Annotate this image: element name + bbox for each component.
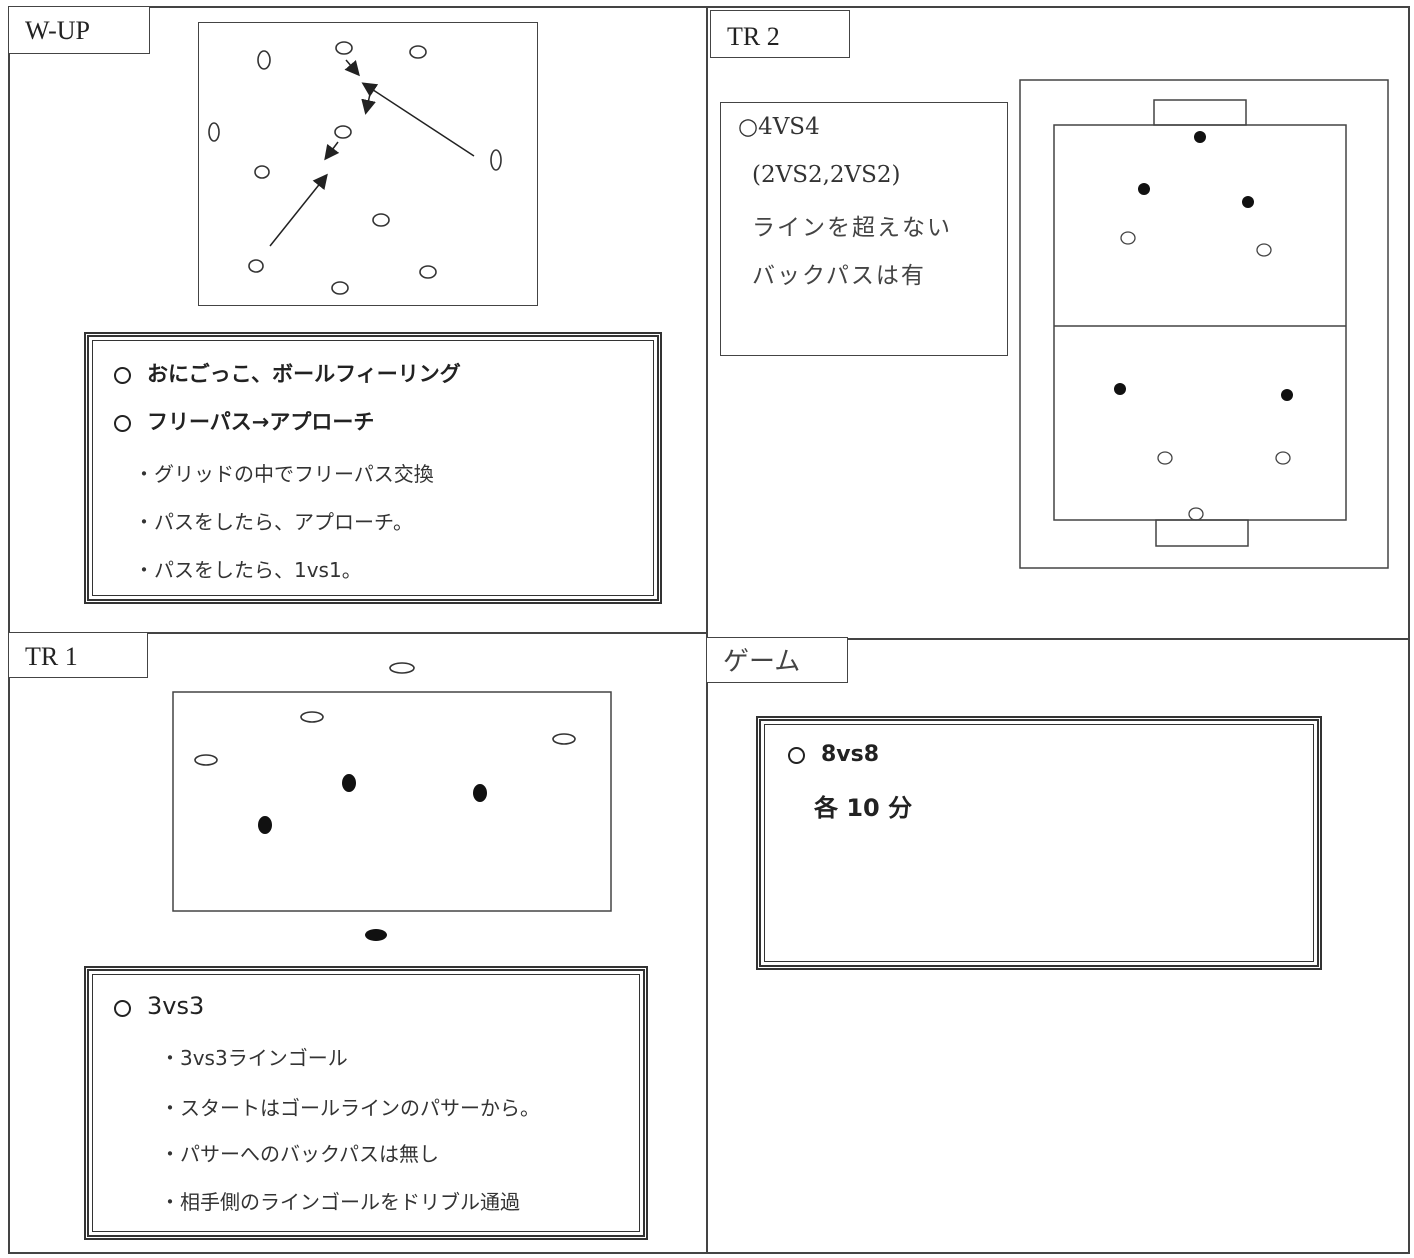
border-left <box>8 6 10 1254</box>
border-bottom <box>8 1252 1410 1254</box>
wup-detail-2: ・パスをしたら、アプローチ。 <box>134 510 413 534</box>
player-light <box>552 733 576 745</box>
player-light <box>1275 451 1291 465</box>
player-dark <box>1242 196 1254 208</box>
border-top <box>8 6 1410 8</box>
player-marker <box>490 149 502 171</box>
border-right <box>1408 6 1410 1254</box>
player-marker <box>248 259 264 273</box>
tr2-text-box <box>720 102 1008 356</box>
player-marker <box>257 50 271 70</box>
tr2-light-players <box>1120 231 1291 521</box>
tr1-dark-players <box>258 774 487 941</box>
horizontal-divider-right <box>706 638 1410 640</box>
player-marker <box>409 45 427 59</box>
tr1-detail-1: ・3vs3ラインゴール <box>160 1046 348 1070</box>
section-tag-game: ゲーム <box>706 637 848 683</box>
vertical-divider <box>706 6 708 1254</box>
run-arrow <box>324 141 340 161</box>
run-arrow <box>344 59 360 77</box>
tr1-detail-2: ・スタートはゴールラインのパサーから。 <box>160 1096 540 1120</box>
player-light <box>300 711 324 723</box>
player-light <box>389 662 415 674</box>
pitch-outer-frame <box>1019 79 1389 569</box>
tr2-line-2: (2VS2,2VS2) <box>752 162 901 188</box>
wup-arrows <box>269 59 475 247</box>
section-tag-wup: W-UP <box>8 6 150 54</box>
player-dark <box>1114 383 1126 395</box>
circle-bullet-icon <box>114 367 131 384</box>
horizontal-divider-left <box>8 632 708 634</box>
tr2-line-4: バックパスは有 <box>752 263 926 289</box>
circle-bullet-icon <box>114 1000 131 1017</box>
player-marker <box>372 213 390 227</box>
wup-line-2: フリーパス→アプローチ <box>114 406 374 436</box>
wup-line-1: おにごっこ、ボールフィーリング <box>114 358 461 388</box>
run-arrow <box>361 93 376 115</box>
player-dark <box>258 816 272 834</box>
player-marker <box>254 165 270 179</box>
tr1-light-players <box>194 662 576 766</box>
player-dark <box>342 774 356 792</box>
pass-arrow <box>269 173 328 247</box>
game-line-2: 各 10 分 <box>814 794 913 822</box>
wup-detail-3: ・パスをしたら、1vs1。 <box>134 558 362 582</box>
goal-top <box>1153 99 1247 126</box>
tr1-text-box <box>84 966 648 1240</box>
tr1-field <box>172 691 612 912</box>
player-dark <box>1281 389 1293 401</box>
circle-bullet-icon <box>114 415 131 432</box>
player-light <box>1157 451 1173 465</box>
player-light <box>1256 243 1272 257</box>
player-marker <box>334 125 352 139</box>
wup-detail-1: ・グリッドの中でフリーパス交換 <box>134 462 434 486</box>
player-light <box>1188 507 1204 521</box>
player-marker <box>419 265 437 279</box>
section-tag-tr1: TR 1 <box>8 632 148 678</box>
tr1-detail-4: ・相手側のラインゴールをドリブル通過 <box>160 1190 520 1214</box>
goal-bottom <box>1155 519 1249 547</box>
wup-text-box <box>84 332 662 604</box>
player-light <box>194 754 218 766</box>
section-tag-tr2: TR 2 <box>710 10 850 58</box>
game-line-1: 8vs8 <box>788 742 879 767</box>
circle-bullet-icon <box>788 747 805 764</box>
game-text-box <box>756 716 1322 970</box>
pass-arrow <box>361 82 475 157</box>
wup-diagram-field <box>198 22 538 306</box>
tr1-detail-3: ・パサーへのバックパスは無し <box>160 1142 439 1166</box>
tr2-line-1: ○4VS4 <box>738 114 820 140</box>
player-dark <box>1138 183 1150 195</box>
player-marker <box>335 41 353 55</box>
wup-players <box>208 41 502 295</box>
player-marker <box>331 281 349 295</box>
tr2-dark-players <box>1114 131 1293 401</box>
player-dark <box>1194 131 1206 143</box>
player-dark <box>365 929 387 941</box>
tr1-line-1: 3vs3 <box>114 992 204 1020</box>
player-light <box>1120 231 1136 245</box>
tr2-line-3: ラインを超えない <box>752 215 952 241</box>
player-marker <box>208 122 220 142</box>
player-dark <box>473 784 487 802</box>
